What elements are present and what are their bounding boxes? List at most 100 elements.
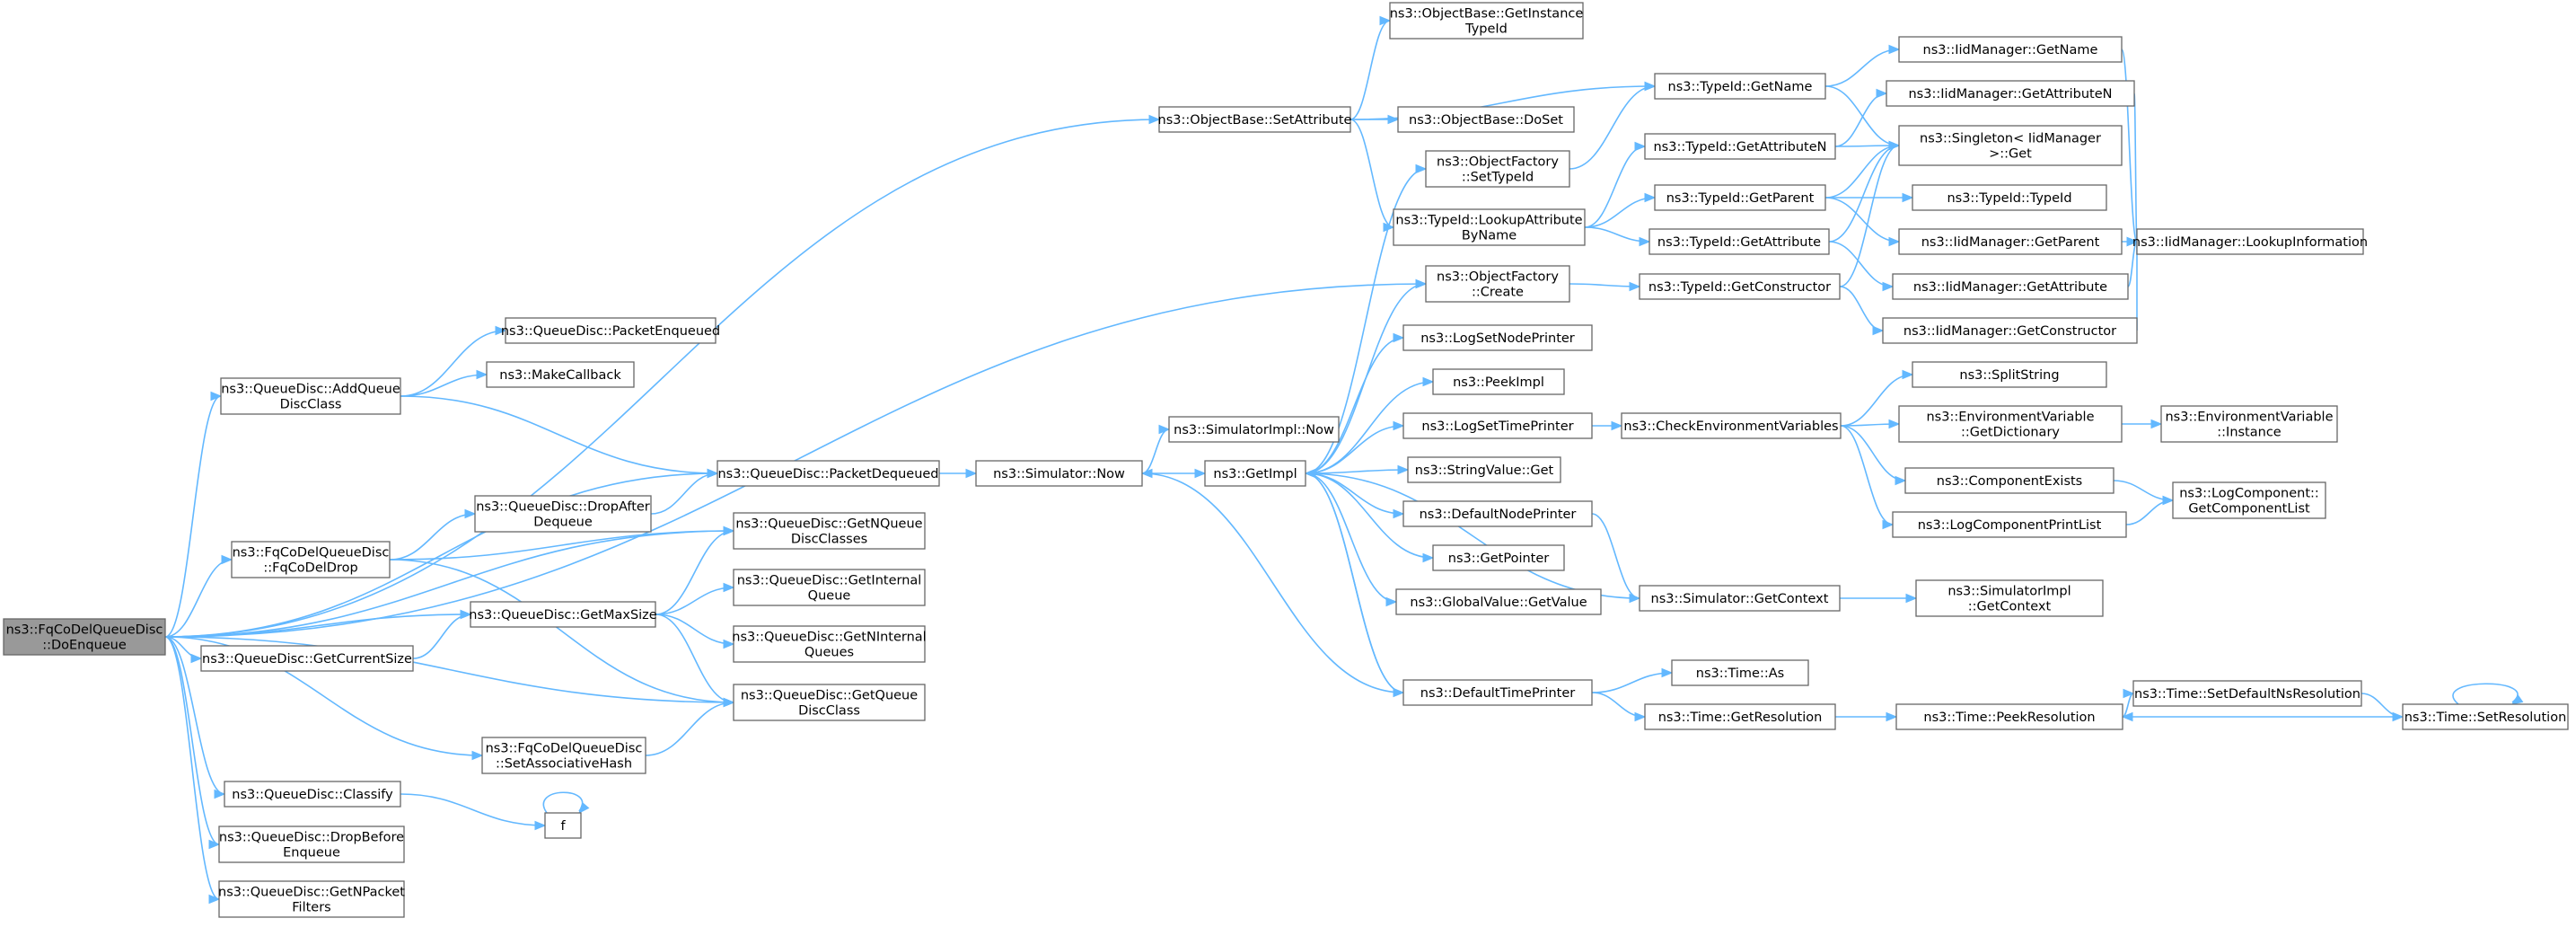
node-logsettime[interactable]: ns3::LogSetTimePrinter (1402, 412, 1593, 439)
node-makecb[interactable]: ns3::MakeCallback (486, 361, 635, 388)
node-label: ns3::FqCoDelQueueDisc (233, 546, 390, 561)
node-setattr[interactable]: ns3::ObjectBase::SetAttribute (1158, 106, 1352, 133)
node-simnow[interactable]: ns3::Simulator::Now (975, 460, 1143, 487)
node-label: ns3::DefaultTimePrinter (1420, 686, 1575, 701)
edge-line (2125, 499, 2174, 525)
edge-arrowhead (210, 391, 223, 402)
node-getcur[interactable]: ns3::QueueDisc::GetCurrentSize (200, 645, 414, 672)
node-tgetattrn[interactable]: ns3::TypeId::GetAttributeN (1644, 133, 1836, 160)
node-label: ::FqCoDelDrop (263, 561, 357, 576)
node-getimpl[interactable]: ns3::GetImpl (1204, 460, 1306, 487)
node-iidgetparent[interactable]: ns3::IidManager::GetParent (1898, 228, 2123, 255)
node-iidgetctor[interactable]: ns3::IidManager::GetConstructor (1882, 317, 2138, 344)
node-label: ByName (1462, 229, 1517, 243)
node-logsetnode[interactable]: ns3::LogSetNodePrinter (1402, 324, 1593, 351)
node-tgetattr[interactable]: ns3::TypeId::GetAttribute (1648, 228, 1830, 255)
edge-pktdeq-to-simnow (939, 468, 978, 479)
node-tgetname[interactable]: ns3::TypeId::GetName (1654, 73, 1826, 100)
node-label: ns3::TypeId::GetName (1668, 80, 1813, 94)
node-iidgetattr[interactable]: ns3::IidManager::GetAttribute (1892, 273, 2129, 300)
node-logcompprint[interactable]: ns3::LogComponentPrintList (1892, 511, 2127, 538)
node-checkenv[interactable]: ns3::CheckEnvironmentVariables (1621, 412, 1842, 439)
node-tgetctor[interactable]: ns3::TypeId::GetConstructor (1639, 273, 1841, 300)
node-peekres[interactable]: ns3::Time::PeekResolution (1895, 703, 2123, 730)
node-iidgetname[interactable]: ns3::IidManager::GetName (1898, 36, 2123, 63)
node-doset[interactable]: ns3::ObjectBase::DoSet (1397, 106, 1575, 133)
node-label: ns3::Time::SetResolution (2405, 711, 2567, 725)
node-defnode[interactable]: ns3::DefaultNodePrinter (1402, 500, 1593, 527)
nodes-layer: ns3::FqCoDelQueueDisc::DoEnqueue ns3::Obj… (3, 2, 2569, 918)
edge-simctx-to-simimplctx (1839, 593, 1918, 604)
node-classify[interactable]: ns3::QueueDisc::Classify (224, 781, 401, 808)
node-peekimpl[interactable]: ns3::PeekImpl (1432, 368, 1565, 395)
node-strget[interactable]: ns3::StringValue::Get (1407, 456, 1561, 483)
node-tgetparent[interactable]: ns3::TypeId::GetParent (1654, 184, 1826, 211)
node-simctx[interactable]: ns3::Simulator::GetContext (1639, 585, 1841, 612)
node-pktdeq[interactable]: ns3::QueueDisc::PacketDequeued (717, 460, 940, 487)
node-getptr[interactable]: ns3::GetPointer (1432, 544, 1565, 571)
edge-getimpl-to-logsettime (1305, 420, 1405, 474)
edge-arrowhead (1415, 163, 1428, 174)
node-deftime[interactable]: ns3::DefaultTimePrinter (1402, 679, 1593, 706)
node-label: ns3::ObjectBase::GetInstance (1390, 7, 1584, 22)
node-setdefns[interactable]: ns3::Time::SetDefaultNsResolution (2132, 680, 2362, 707)
node-getmax[interactable]: ns3::QueueDisc::GetMaxSize (469, 601, 657, 628)
node-simimplctx[interactable]: ns3::SimulatorImpl::GetContext (1915, 579, 2104, 617)
node-label: ns3::TypeId::GetAttributeN (1653, 140, 1826, 154)
node-singleton[interactable]: ns3::Singleton< IidManager >::Get (1898, 125, 2123, 166)
node-box (1892, 273, 2129, 300)
node-label: ::Create (1472, 286, 1524, 300)
node-label: ns3::QueueDisc::GetQueue (741, 689, 918, 703)
node-root[interactable]: ns3::FqCoDelQueueDisc::DoEnqueue (3, 618, 166, 656)
node-setassoc[interactable]: ns3::FqCoDelQueueDisc::SetAssociativeHas… (481, 737, 646, 774)
node-label: ns3::IidManager::LookupInformation (2132, 235, 2368, 250)
node-splitstr[interactable]: ns3::SplitString (1912, 361, 2107, 388)
node-logcomplist[interactable]: ns3::LogComponent::GetComponentList (2172, 481, 2326, 519)
edge-line (1350, 20, 1391, 120)
node-timeas[interactable]: ns3::Time::As (1671, 659, 1809, 686)
node-box (220, 377, 401, 415)
node-label: ns3::QueueDisc::PacketDequeued (717, 467, 938, 481)
node-typeid[interactable]: ns3::TypeId::TypeId (1912, 184, 2107, 211)
node-lookupinfo[interactable]: ns3::IidManager::LookupInformation (2132, 228, 2368, 255)
node-timeres[interactable]: ns3::Time::GetResolution (1644, 703, 1836, 730)
node-fqdrop[interactable]: ns3::FqCoDelQueueDisc::FqCoDelDrop (231, 541, 391, 578)
node-label: ns3::FqCoDelQueueDisc (6, 623, 163, 638)
node-f[interactable]: f (544, 812, 582, 839)
node-label: ns3::EnvironmentVariable (1926, 411, 2094, 425)
edge-arrowhead (965, 468, 978, 479)
node-envdict[interactable]: ns3::EnvironmentVariable::GetDictionary (1898, 405, 2123, 443)
edge-arrowhead (1194, 468, 1207, 479)
node-simimplnow[interactable]: ns3::SimulatorImpl::Now (1168, 416, 1340, 443)
edge-line (1305, 425, 1404, 474)
edge-lookupattr-to-tgetattr (1584, 226, 1651, 247)
node-pktenq[interactable]: ns3::QueueDisc::PacketEnqueued (501, 317, 720, 344)
node-setres[interactable]: ns3::Time::SetResolution (2402, 703, 2569, 730)
edge-root-to-classify (164, 636, 226, 799)
node-envinst[interactable]: ns3::EnvironmentVariable::Instance (2160, 405, 2338, 443)
node-label: ns3::ComponentExists (1937, 474, 2083, 489)
node-compexists[interactable]: ns3::ComponentExists (1904, 467, 2114, 494)
edge-arrowhead (1158, 424, 1171, 435)
edge-arrowhead (476, 369, 488, 380)
node-gvget[interactable]: ns3::GlobalValue::GetValue (1395, 588, 1602, 615)
node-label: ns3::TypeId::LookupAttribute (1395, 214, 1582, 228)
edge-arrowhead (723, 697, 735, 708)
node-iidgetattrn[interactable]: ns3::IidManager::GetAttributeN (1886, 80, 2135, 107)
edge-arrowhead (2121, 711, 2133, 722)
edge-line (1305, 472, 1404, 693)
node-ofcreate[interactable]: ns3::ObjectFactory::Create (1425, 265, 1570, 303)
edge-line (1569, 85, 1656, 170)
node-ofsettid[interactable]: ns3::ObjectFactory::SetTypeId (1425, 150, 1570, 188)
edge-arrowhead (723, 639, 735, 649)
